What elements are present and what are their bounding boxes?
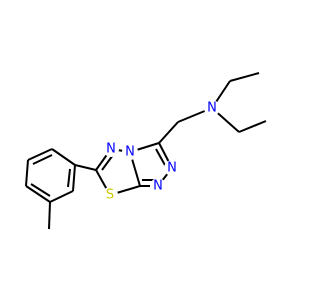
thiadiazole-nitrogen-n5-label: N <box>106 142 116 157</box>
bond-ar-5-6 <box>49 190 74 203</box>
molecule-structure-diagram: N N N N N S <box>25 72 267 230</box>
atom-labels: N N N N N S <box>102 100 220 203</box>
bond-ethyl1-ch3-ch2 <box>229 72 260 82</box>
triazole-nitrogen-n8-label: N <box>153 179 163 194</box>
triazole-nitrogen-n7-label: N <box>167 161 177 176</box>
bond-ar-2-3 <box>27 148 53 161</box>
bond-n5-c6-double <box>101 154 114 171</box>
bond-ethyl2-ch2-ch3 <box>238 120 267 133</box>
bond-ar-methyl <box>48 201 51 230</box>
bond-ar-6-1 <box>72 164 76 192</box>
bond-ar-2-3-double <box>32 154 53 165</box>
bond-n7-c3-double <box>155 148 167 168</box>
bond-ar-4-5 <box>25 185 51 203</box>
bonds <box>25 72 267 230</box>
amine-nitrogen-label: N <box>207 101 217 116</box>
sulfur-atom-label: S <box>106 188 114 203</box>
bond-ar-3-4 <box>25 159 29 187</box>
bond-ar-6-1-double <box>67 168 71 188</box>
bond-c6-aryl <box>74 164 97 171</box>
triazole-nitrogen-n4-label: N <box>125 145 135 160</box>
bond-ar-4-5-double <box>30 183 51 197</box>
bond-methylene-c3 <box>158 121 179 144</box>
bond-ar-1-2 <box>51 148 76 166</box>
